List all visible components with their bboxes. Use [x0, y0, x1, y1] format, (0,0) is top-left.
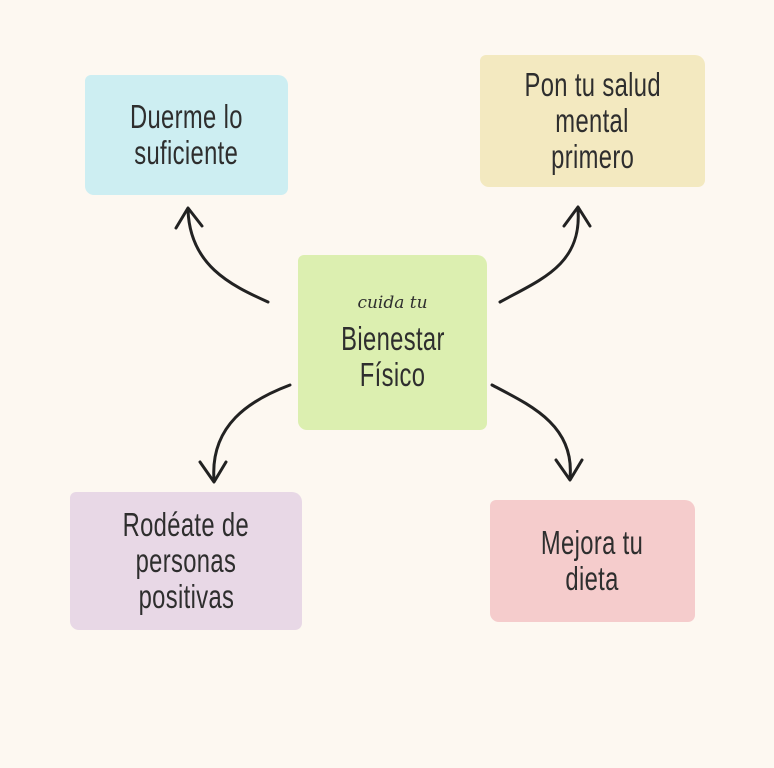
- node-text: dieta: [565, 560, 620, 597]
- node-text: primero: [550, 138, 635, 175]
- node-text: mental: [555, 102, 630, 139]
- node-mental-health: Pon tu salud mental primero: [480, 55, 705, 187]
- node-diet: Mejora tu dieta: [490, 500, 695, 622]
- center-title-line2: Físico: [359, 355, 426, 393]
- center-title-line1: Bienestar: [340, 319, 445, 357]
- center-node: cuida tu Bienestar Físico: [298, 255, 487, 430]
- node-text: positivas: [138, 578, 234, 615]
- node-text: Mejora tu: [541, 524, 644, 561]
- arrow-to-positive-people: [198, 383, 292, 484]
- node-text: Pon tu salud: [524, 66, 661, 103]
- arrow-to-diet: [490, 383, 584, 482]
- arrow-to-mental-health: [498, 205, 592, 304]
- center-subtitle: cuida tu: [357, 292, 428, 313]
- node-positive-people: Rodéate de personas positivas: [70, 492, 302, 630]
- node-text: Rodéate de: [122, 506, 250, 543]
- node-text: Duerme lo: [130, 98, 243, 135]
- node-text: personas: [135, 542, 237, 579]
- arrow-to-sleep: [174, 206, 270, 304]
- node-text: suficiente: [134, 134, 239, 171]
- node-sleep: Duerme lo suficiente: [85, 75, 288, 195]
